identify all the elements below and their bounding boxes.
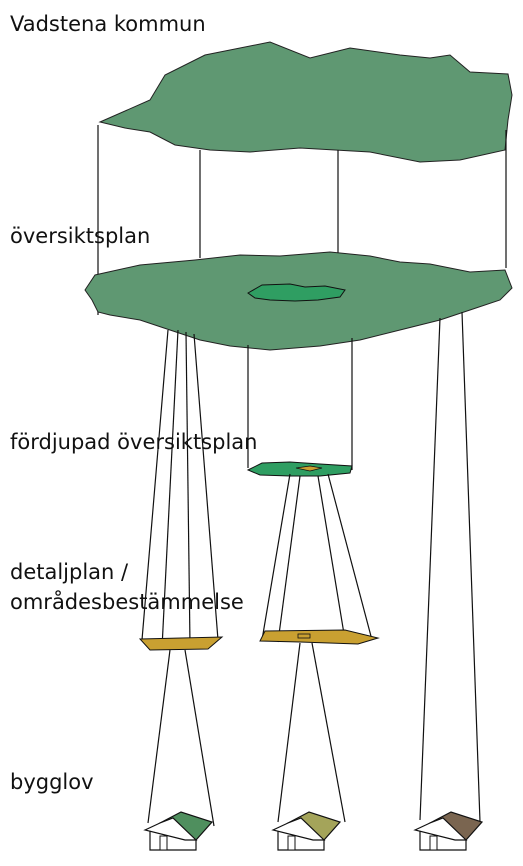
- focus-area-shape: [247, 283, 346, 302]
- connector-line: [419, 317, 441, 821]
- connector-line: [193, 333, 219, 641]
- connector-line: [317, 475, 346, 641]
- detailed-plan-label-line1: detaljplan /: [10, 560, 129, 584]
- connector-line: [261, 473, 291, 641]
- house-icon: [271, 811, 342, 851]
- connector-line: [277, 475, 301, 643]
- detail-plan-right-shape: [259, 629, 380, 645]
- comprehensive-plan-label: översiktsplan: [10, 224, 151, 248]
- connector-line: [461, 311, 481, 823]
- connector-line: [311, 642, 346, 823]
- house-icon: [413, 811, 484, 851]
- plot-marker: [297, 633, 311, 639]
- municipality-label: Vadstena kommun: [10, 12, 206, 36]
- detailed-focus-marker: [295, 465, 323, 472]
- connector-line: [161, 329, 179, 649]
- connector-line: [327, 473, 373, 641]
- detailed-plan-label-line2: områdesbestämmelse: [10, 590, 244, 614]
- house-icon: [143, 811, 214, 851]
- detail-plan-left-shape: [138, 636, 224, 651]
- connector-line: [147, 649, 171, 824]
- municipality-map-shape: [98, 41, 513, 163]
- connector-line: [184, 649, 215, 827]
- detailed-comprehensive-plan-label: fördjupad översiktsplan: [10, 430, 258, 454]
- connector-line: [277, 642, 301, 823]
- building-permit-label: bygglov: [10, 770, 94, 794]
- connector-line: [141, 329, 169, 641]
- connector-line: [185, 331, 191, 646]
